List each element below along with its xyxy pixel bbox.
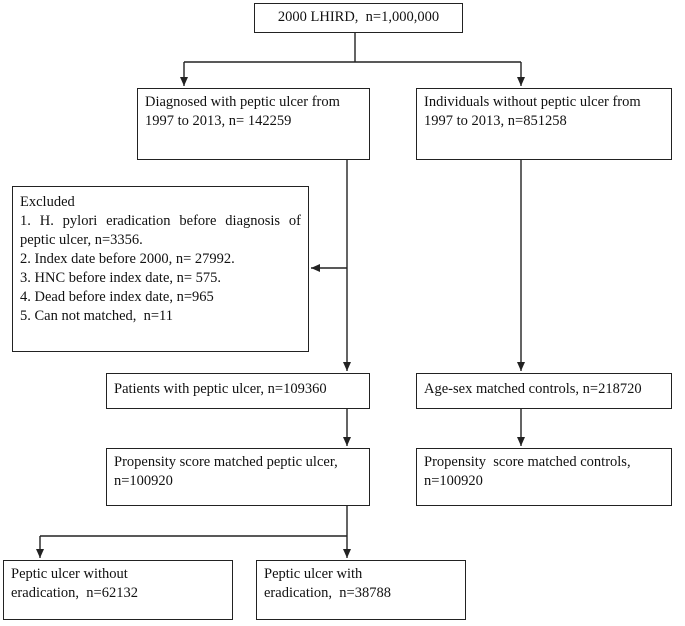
root-population-label: 2000 LHIRD, n=1,000,000 bbox=[277, 9, 440, 25]
propensity-matched-ulcer-box: Propensity score matched peptic ulcer, n… bbox=[106, 448, 370, 506]
age-sex-matched-controls-box: Age-sex matched controls, n=218720 bbox=[416, 373, 672, 409]
excluded-item-3: 3. HNC before index date, n= 575. bbox=[20, 270, 222, 286]
without-peptic-ulcer-line2: 1997 to 2013, n=851258 bbox=[424, 113, 567, 129]
peptic-ulcer-diagnosed-box: Diagnosed with peptic ulcer from 1997 to… bbox=[137, 88, 370, 160]
excluded-item-2: 2. Index date before 2000, n= 27992. bbox=[20, 251, 235, 267]
excluded-item-1: 1. H. pylori eradication before diagnosi… bbox=[20, 213, 301, 248]
without-peptic-ulcer-line1: Individuals without peptic ulcer from bbox=[424, 94, 641, 110]
ulcer-without-eradication-line2: eradication, n=62132 bbox=[11, 585, 138, 601]
propensity-matched-controls-box: Propensity score matched controls, n=100… bbox=[416, 448, 672, 506]
ulcer-with-eradication-box: Peptic ulcer with eradication, n=38788 bbox=[256, 560, 466, 620]
age-sex-matched-controls-label: Age-sex matched controls, n=218720 bbox=[424, 381, 642, 397]
without-peptic-ulcer-box: Individuals without peptic ulcer from 19… bbox=[416, 88, 672, 160]
peptic-ulcer-diagnosed-line1: Diagnosed with peptic ulcer from bbox=[145, 94, 340, 110]
ulcer-without-eradication-box: Peptic ulcer without eradication, n=6213… bbox=[3, 560, 233, 620]
ulcer-with-eradication-line1: Peptic ulcer with bbox=[264, 566, 363, 582]
excluded-item-4: 4. Dead before index date, n=965 bbox=[20, 289, 214, 305]
propensity-matched-ulcer-line2: n=100920 bbox=[114, 473, 173, 489]
peptic-ulcer-diagnosed-line2: 1997 to 2013, n= 142259 bbox=[145, 113, 292, 129]
propensity-matched-controls-line1: Propensity score matched controls, bbox=[424, 454, 631, 470]
excluded-item-5: 5. Can not matched, n=11 bbox=[20, 308, 174, 324]
excluded-title: Excluded bbox=[20, 194, 75, 210]
patients-peptic-ulcer-box: Patients with peptic ulcer, n=109360 bbox=[106, 373, 370, 409]
propensity-matched-controls-line2: n=100920 bbox=[424, 473, 483, 489]
excluded-box: Excluded 1. H. pylori eradication before… bbox=[12, 186, 309, 352]
ulcer-with-eradication-line2: eradication, n=38788 bbox=[264, 585, 391, 601]
ulcer-without-eradication-line1: Peptic ulcer without bbox=[11, 566, 128, 582]
patients-peptic-ulcer-label: Patients with peptic ulcer, n=109360 bbox=[114, 381, 327, 397]
root-population-box: 2000 LHIRD, n=1,000,000 bbox=[254, 3, 463, 33]
propensity-matched-ulcer-line1: Propensity score matched peptic ulcer, bbox=[114, 454, 338, 470]
